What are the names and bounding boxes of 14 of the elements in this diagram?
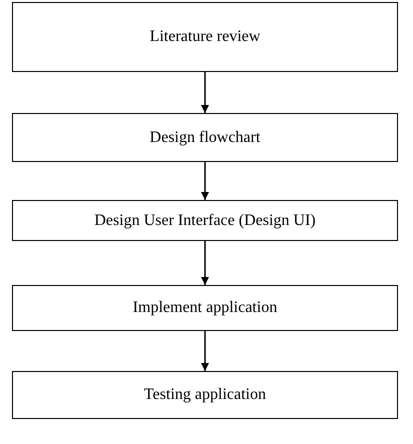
- process-box: [12, 200, 398, 241]
- process-box: [12, 371, 398, 419]
- box-label: Testing application: [144, 386, 266, 404]
- process-box: [12, 2, 398, 72]
- arrow: [201, 72, 209, 113]
- process-box: [12, 113, 398, 162]
- arrow: [201, 162, 209, 200]
- arrow: [201, 241, 209, 285]
- box-label: Literature review: [150, 28, 260, 46]
- box-label: Implement application: [132, 299, 278, 317]
- box-label: Design User Interface (Design UI): [94, 212, 316, 230]
- box-label: Design flowchart: [150, 128, 260, 146]
- process-box: [12, 285, 398, 331]
- arrow: [201, 331, 209, 371]
